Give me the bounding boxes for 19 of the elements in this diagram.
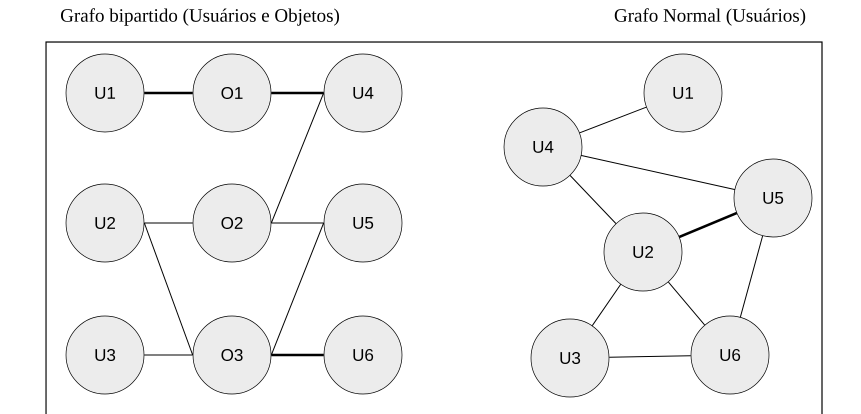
connector-line (144, 222, 194, 224)
connector-line (668, 282, 706, 326)
connector-line (271, 354, 324, 356)
connector-line (740, 235, 764, 318)
graph-title: Grafo Normal (Usuários) (614, 8, 806, 26)
connector-line (144, 222, 194, 356)
graph-title: Grafo bipartido (Usuários e Objetos) (60, 8, 339, 26)
connector-line (608, 355, 692, 358)
connector-line (144, 92, 193, 94)
connector-line (270, 222, 324, 224)
connector-line (678, 212, 738, 238)
connector-line (271, 92, 324, 94)
connector-line (144, 354, 194, 356)
connector-line (270, 92, 324, 224)
connector-line (580, 155, 736, 190)
connector-line (570, 174, 616, 224)
connector-line (592, 284, 622, 326)
connector-line (270, 222, 324, 356)
connector-line (579, 106, 647, 134)
